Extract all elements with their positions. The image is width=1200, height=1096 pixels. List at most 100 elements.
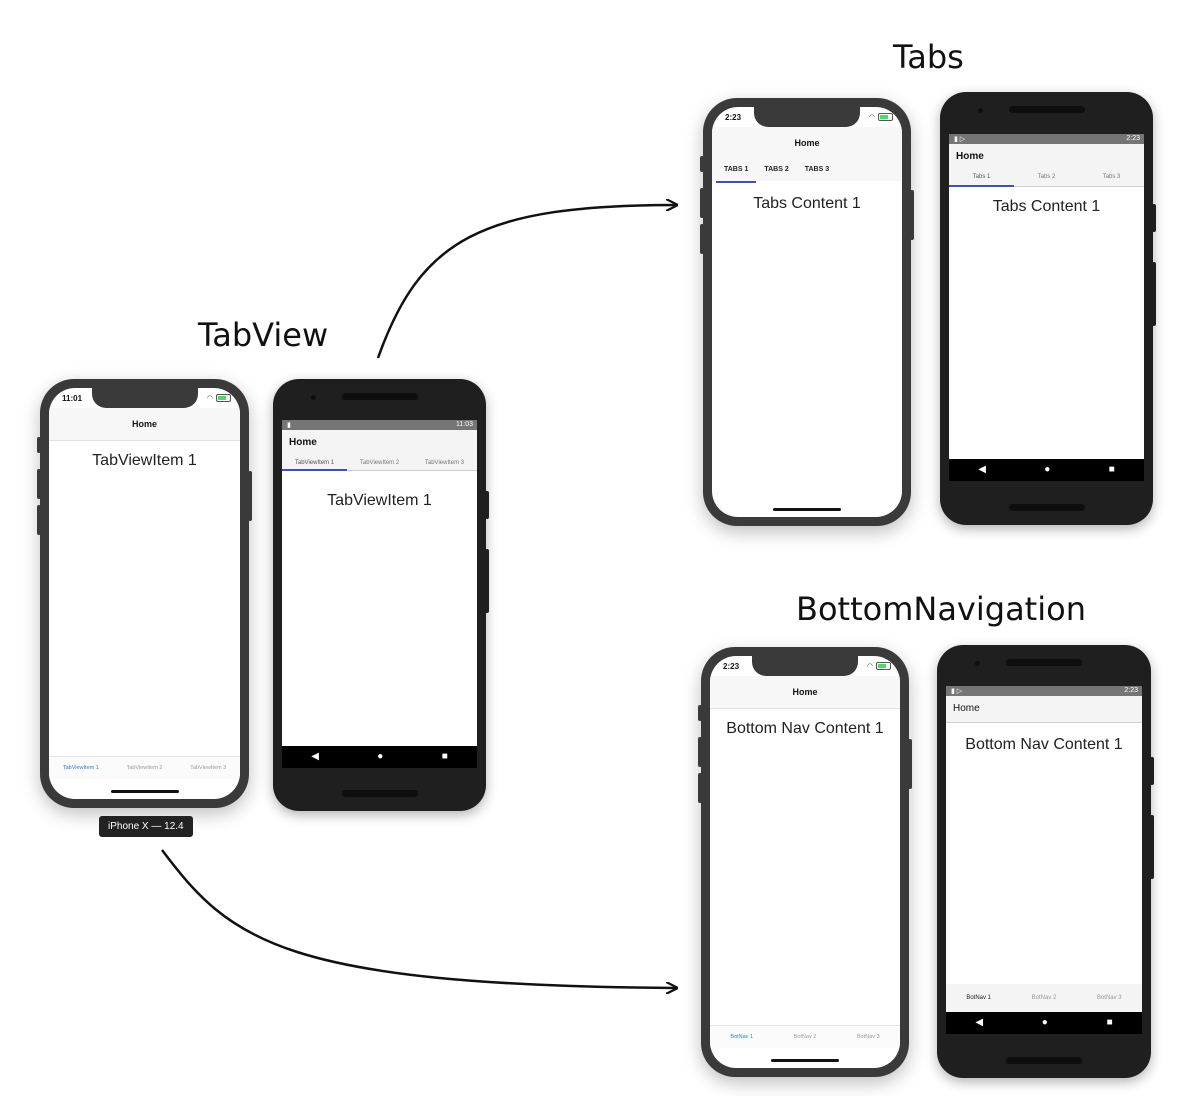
tab-tabviewitem-1[interactable]: TabViewItem 1 bbox=[62, 765, 99, 771]
tab-tabs-3[interactable]: Tabs 3 bbox=[1102, 174, 1121, 180]
recents-icon[interactable]: ■ bbox=[441, 751, 448, 762]
tabview-title: TabView bbox=[198, 316, 329, 354]
recents-icon[interactable]: ■ bbox=[1108, 464, 1115, 475]
earpiece-speaker bbox=[1008, 106, 1085, 113]
iphone-volume-down bbox=[700, 224, 704, 254]
status-time: 11:03 bbox=[456, 421, 473, 428]
iphone-volume-up bbox=[700, 188, 704, 218]
iphone-notch bbox=[752, 656, 858, 676]
iphone-screen: 2:23 ◠ Home TABS 1 TABS 2 TABS 3 Tabs Co… bbox=[712, 107, 902, 517]
earpiece-speaker bbox=[341, 393, 418, 400]
battery-icon bbox=[216, 394, 231, 402]
navigation-bar: Home bbox=[712, 127, 902, 159]
iphone-volume-down bbox=[698, 773, 702, 803]
tab-tabviewitem-1[interactable]: TabViewItem 1 bbox=[282, 456, 347, 471]
battery-icon bbox=[876, 662, 891, 670]
android-screen: ▮ ▷ 2:23 Home Tabs 1 Tabs 2 Tabs 3 Tabs … bbox=[949, 134, 1144, 481]
tab-content: Tabs Content 1 bbox=[992, 198, 1101, 215]
iphone-volume-down bbox=[37, 505, 41, 535]
battery-icon bbox=[878, 113, 893, 121]
nav-title: Home bbox=[792, 687, 818, 697]
notification-icons: ▮ ▷ bbox=[954, 136, 966, 143]
android-screen: ▮ ▷ 2:23 Home Bottom Nav Content 1 BotNa… bbox=[946, 686, 1142, 1034]
iphone-side-button bbox=[700, 156, 704, 172]
back-icon[interactable]: ◀ bbox=[311, 751, 319, 762]
status-bar: ▮ ▷ 2:23 bbox=[949, 134, 1144, 144]
home-indicator bbox=[110, 790, 179, 793]
nav-title: Home bbox=[794, 138, 820, 148]
nav-title: Home bbox=[131, 419, 157, 429]
iphone-side-button bbox=[37, 437, 41, 453]
tab-tabviewitem-3[interactable]: TabViewItem 3 bbox=[190, 765, 227, 771]
bottom-nav-content: Bottom Nav Content 1 bbox=[726, 720, 884, 737]
tab-botnav-2[interactable]: BotNav 2 bbox=[1031, 995, 1057, 1001]
tab-tabs-1[interactable]: Tabs 1 bbox=[949, 170, 1014, 187]
arrow-to-bottomnav bbox=[161, 849, 676, 988]
navigation-bar: Home bbox=[49, 408, 240, 441]
iphone-notch bbox=[91, 388, 198, 408]
volume-rocker bbox=[1152, 262, 1156, 326]
recents-icon[interactable]: ■ bbox=[1106, 1017, 1113, 1028]
tabs-title: Tabs bbox=[893, 38, 964, 76]
tabs-iphone: 2:23 ◠ Home TABS 1 TABS 2 TABS 3 Tabs Co… bbox=[700, 98, 914, 526]
top-tab-strip: Tabs 1 Tabs 2 Tabs 3 bbox=[949, 170, 1144, 187]
back-icon[interactable]: ◀ bbox=[978, 464, 986, 475]
bottom-speaker bbox=[1006, 1057, 1082, 1064]
app-bar: Home bbox=[949, 144, 1144, 170]
system-nav-bar: ◀ ● ■ bbox=[946, 1012, 1142, 1034]
tab-tabs-3[interactable]: TABS 3 bbox=[804, 166, 830, 173]
home-icon[interactable]: ● bbox=[1041, 1017, 1048, 1028]
bottom-navigation-title: BottomNavigation bbox=[796, 590, 1086, 628]
status-icons: ◠ bbox=[867, 662, 891, 670]
app-bar: Home bbox=[946, 696, 1142, 723]
app-bar: Home bbox=[282, 430, 477, 456]
tab-tabs-2[interactable]: TABS 2 bbox=[764, 166, 789, 173]
tab-botnav-1[interactable]: BotNav 1 bbox=[966, 995, 991, 1001]
system-nav-bar: ◀ ● ■ bbox=[949, 459, 1144, 481]
tab-content: TabViewItem 1 bbox=[92, 452, 197, 469]
tab-tabs-1[interactable]: TABS 1 bbox=[716, 159, 757, 183]
wifi-icon: ◠ bbox=[866, 663, 873, 670]
iphone-side-button bbox=[698, 705, 702, 721]
status-time: 11:01 bbox=[62, 394, 83, 403]
home-icon[interactable]: ● bbox=[1044, 464, 1051, 475]
bottom-nav-content: Bottom Nav Content 1 bbox=[965, 736, 1123, 753]
sd-card-icon: ▮ bbox=[287, 422, 291, 429]
status-bar: ▮ 11:03 bbox=[282, 420, 477, 430]
tab-botnav-2[interactable]: BotNav 2 bbox=[793, 1034, 817, 1040]
home-icon[interactable]: ● bbox=[377, 751, 384, 762]
status-icons: ◠ bbox=[869, 113, 893, 121]
iphone-power-button bbox=[908, 739, 912, 789]
tabview-iphone: 11:01 ◠ Home TabViewItem 1 TabViewItem 1… bbox=[37, 379, 252, 808]
tab-botnav-3[interactable]: BotNav 3 bbox=[1096, 995, 1122, 1001]
device-label: iPhone X — 12.4 bbox=[99, 816, 193, 837]
status-bar: ▮ ▷ 2:23 bbox=[946, 686, 1142, 696]
tab-botnav-3[interactable]: BotNav 3 bbox=[857, 1034, 880, 1040]
iphone-screen: 2:23 ◠ Home Bottom Nav Content 1 BotNav … bbox=[710, 656, 900, 1068]
tab-tabviewitem-2[interactable]: TabViewItem 2 bbox=[359, 460, 400, 466]
tabs-android: ▮ ▷ 2:23 Home Tabs 1 Tabs 2 Tabs 3 Tabs … bbox=[940, 92, 1156, 525]
bottomnav-android: ▮ ▷ 2:23 Home Bottom Nav Content 1 BotNa… bbox=[937, 645, 1154, 1078]
iphone-power-button bbox=[910, 190, 914, 240]
home-indicator bbox=[771, 1059, 839, 1062]
bottom-nav-bar: BotNav 1 BotNav 2 BotNav 3 bbox=[946, 984, 1142, 1012]
app-bar-title: Home bbox=[953, 703, 980, 714]
iphone-volume-up bbox=[698, 737, 702, 767]
power-button bbox=[485, 491, 489, 519]
android-screen: ▮ 11:03 Home TabViewItem 1 TabViewItem 2… bbox=[282, 420, 477, 768]
volume-rocker bbox=[485, 549, 489, 613]
tab-botnav-1[interactable]: BotNav 1 bbox=[730, 1034, 753, 1040]
top-tab-strip: TABS 1 TABS 2 TABS 3 bbox=[712, 159, 902, 183]
tab-content: TabViewItem 1 bbox=[327, 492, 432, 509]
front-camera bbox=[311, 395, 316, 400]
iphone-screen: 11:01 ◠ Home TabViewItem 1 TabViewItem 1… bbox=[49, 388, 240, 799]
tab-tabviewitem-3[interactable]: TabViewItem 3 bbox=[424, 460, 465, 466]
top-tab-strip: TabViewItem 1 TabViewItem 2 TabViewItem … bbox=[282, 456, 477, 471]
tab-tabviewitem-2[interactable]: TabViewItem 2 bbox=[126, 765, 163, 771]
tab-tabs-2[interactable]: Tabs 2 bbox=[1037, 174, 1056, 180]
tabview-android: ▮ 11:03 Home TabViewItem 1 TabViewItem 2… bbox=[273, 379, 489, 811]
back-icon[interactable]: ◀ bbox=[975, 1017, 984, 1028]
arrow-to-tabs bbox=[376, 205, 676, 359]
bottom-nav-bar: BotNav 1 BotNav 2 BotNav 3 bbox=[710, 1025, 900, 1048]
